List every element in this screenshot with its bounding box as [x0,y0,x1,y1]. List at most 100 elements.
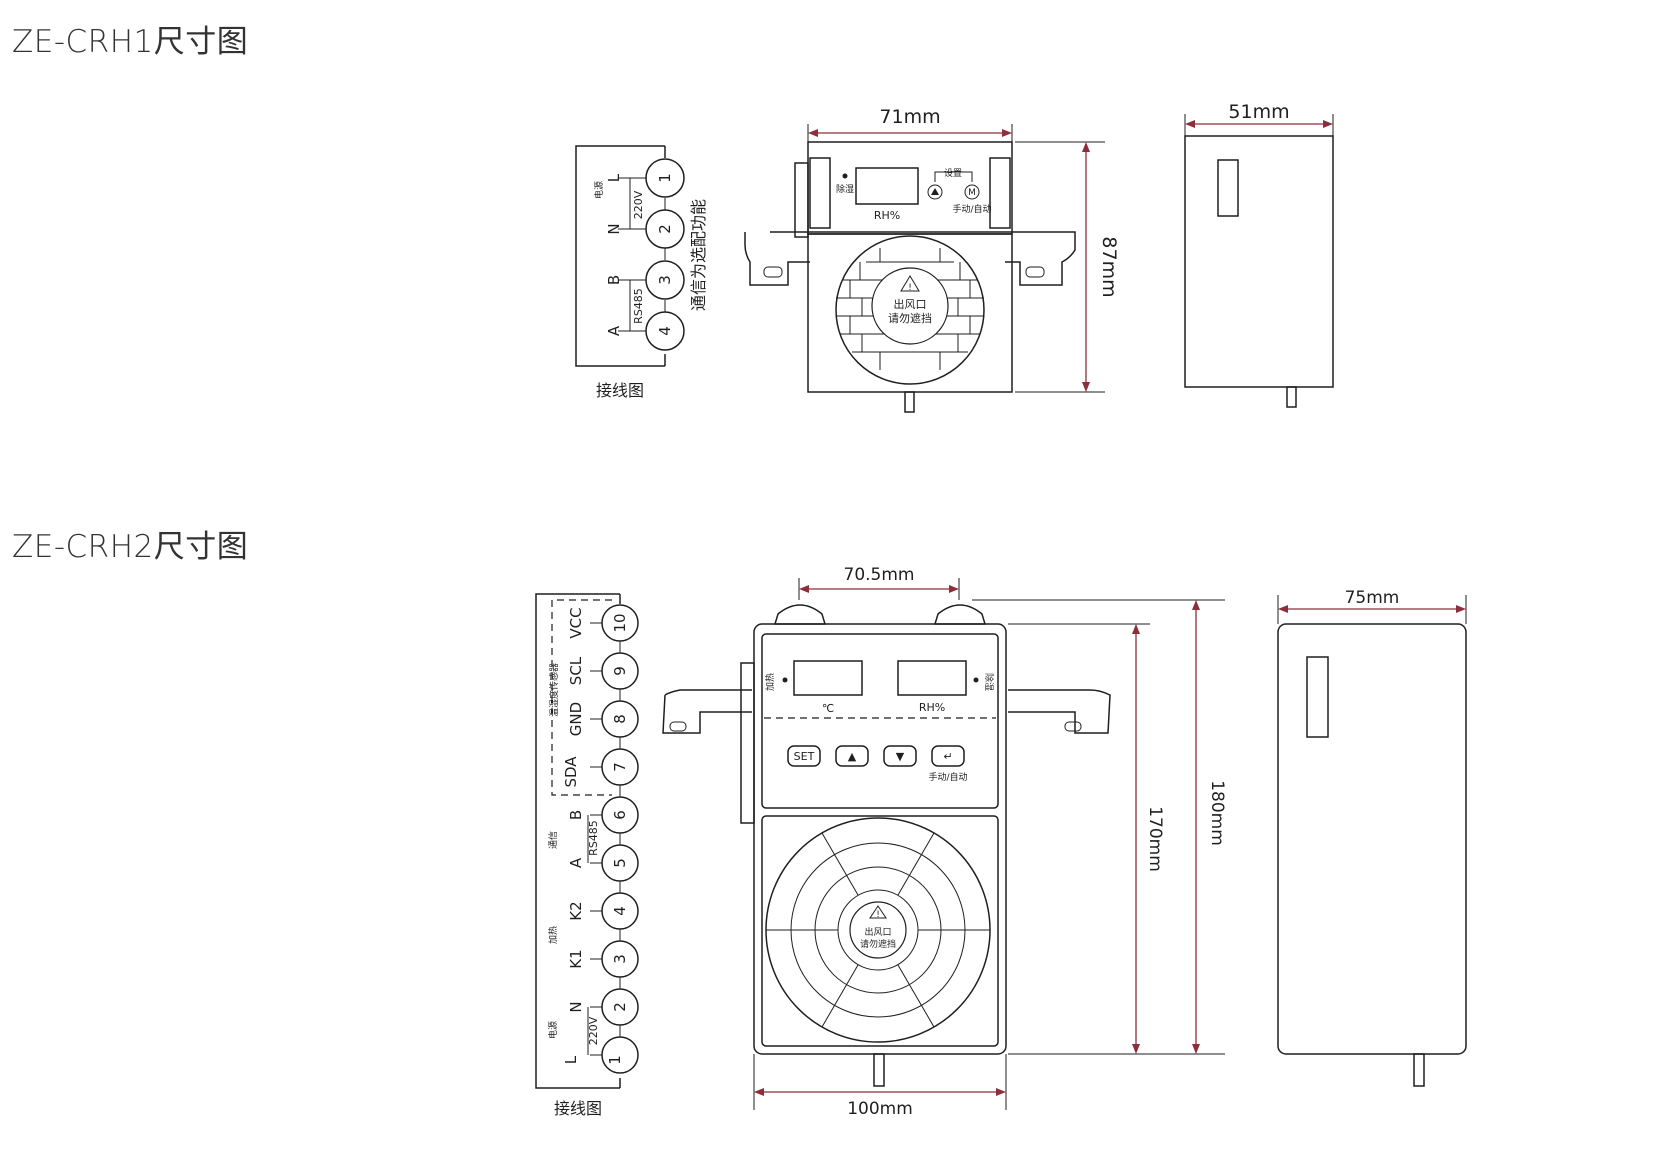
fan-grille [765,817,991,1043]
svg-text:SDA: SDA [562,756,580,788]
wiring-bracket [535,593,620,1089]
group-label: 220V [632,190,645,219]
svg-text:SET: SET [794,750,815,763]
side-window [1217,159,1239,217]
mode-button-icon [964,184,980,200]
terminal: 10 VCC [567,604,639,642]
humidity-unit: RH% [919,701,945,714]
group-label: 通信 [547,831,559,849]
terminal: 6 B [567,796,639,834]
sensor-group-box [551,599,612,796]
svg-text:7: 7 [611,762,629,772]
wiring-note: 通信为选配功能 [689,199,708,311]
svg-text:10: 10 [611,613,629,632]
svg-text:K1: K1 [567,949,585,968]
dimension-label: 170mm [1145,806,1165,872]
sensor-probe [1286,386,1297,408]
group-label: RS485 [587,820,600,856]
group-label: 温湿度传感器 [548,663,560,717]
sensor-probe [873,1053,885,1087]
side-view-crh2: 75mm [1277,588,1467,1087]
wiring-caption: 接线图 [554,1099,602,1118]
svg-text:SCL: SCL [567,656,585,685]
wiring-diagram-crh1: 1 L 2 N 3 B 4 A 电源 220V RS485 通信为选配功能 接线… [575,145,708,400]
terminal: 4 A [605,311,685,351]
svg-text:GND: GND [567,702,585,736]
outlet-grille [835,235,985,385]
svg-text:A: A [605,325,623,336]
svg-text:9: 9 [611,666,629,676]
dimension-label: 87mm [1098,236,1120,297]
terminal: 3 B [605,260,685,300]
indicator-dot [842,173,848,179]
outlet-label: 请勿遮挡 [888,311,932,325]
outlet-label: 出风口 [894,297,927,311]
svg-text:3: 3 [656,275,674,285]
enter-button [931,745,965,767]
dimension-label: 180mm [1207,780,1227,846]
front-view-crh2: 70.5mm 加热 除湿 ℃ RH% SET ▲ ▼ ↵ 手动/自动 [662,565,1227,1119]
sensor-probe [1413,1053,1425,1087]
up-button-icon [927,184,943,200]
wiring-diagram-crh2: 温湿度传感器 10 VCC 9 SCL 8 GND 7 SDA [535,593,639,1118]
svg-text:2: 2 [611,1002,629,1012]
svg-text:L: L [562,1055,580,1064]
grille-panel [761,815,999,1047]
indicator-label: 除湿 [983,673,995,691]
outlet-label: 出风口 [864,926,891,938]
device-body [753,623,1007,1055]
svg-text:8: 8 [611,714,629,724]
svg-text:2: 2 [656,224,674,234]
terminal: 8 GND [567,700,639,738]
terminal: 3 K1 [567,940,639,978]
indicator-label: 除湿 [836,183,854,195]
down-button [883,745,917,767]
outlet-label: 请勿遮挡 [860,938,896,950]
svg-text:3: 3 [611,954,629,964]
svg-text:N: N [567,1001,585,1012]
rail-clip [740,662,755,824]
humidity-display [897,660,967,696]
terminal: 1 L [562,1036,639,1074]
indicator-label: 加热 [764,673,776,691]
group-label: 电源 [593,181,605,199]
svg-text:N: N [605,223,623,234]
sensor-probe [904,391,915,413]
terminal: 1 L [605,158,685,198]
mode-label: 手动/自动 [952,203,991,215]
svg-text:6: 6 [611,810,629,820]
dimension-label: 100mm [847,1099,913,1119]
dimension-label: 71mm [879,106,940,128]
temperature-display [793,660,863,696]
svg-text:!: ! [876,910,880,920]
temperature-unit: ℃ [822,702,834,715]
group-label: RS485 [632,288,645,324]
wiring-bracket [575,145,665,367]
svg-text:A: A [567,857,585,868]
svg-text:4: 4 [656,326,674,336]
down-arrow-icon: ▼ [896,750,905,763]
section-title-crh1: ZE-CRH1尺寸图 [12,24,249,60]
svg-text:M: M [968,188,976,198]
terminal: 9 SCL [567,652,639,690]
group-label: 加热 [547,926,559,944]
svg-text:4: 4 [611,906,629,916]
svg-text:5: 5 [611,858,629,868]
humidity-display [855,167,919,205]
wiring-caption: 接线图 [596,381,644,400]
terminal: 5 A [567,844,639,882]
svg-text:1: 1 [656,173,674,183]
svg-text:!: ! [908,283,912,293]
mount-clip [933,604,987,625]
indicator-dot [782,677,788,683]
group-label: 220V [587,1016,600,1045]
terminal: 7 SDA [562,748,639,788]
display-unit: RH% [874,209,900,222]
set-button [787,745,821,767]
terminal: 2 N [605,209,685,249]
enter-icon: ↵ [943,750,952,763]
indicator-dot [973,677,979,683]
mode-label: 手动/自动 [928,771,967,783]
side-body [1277,623,1467,1055]
dimension-label: 70.5mm [844,565,915,585]
